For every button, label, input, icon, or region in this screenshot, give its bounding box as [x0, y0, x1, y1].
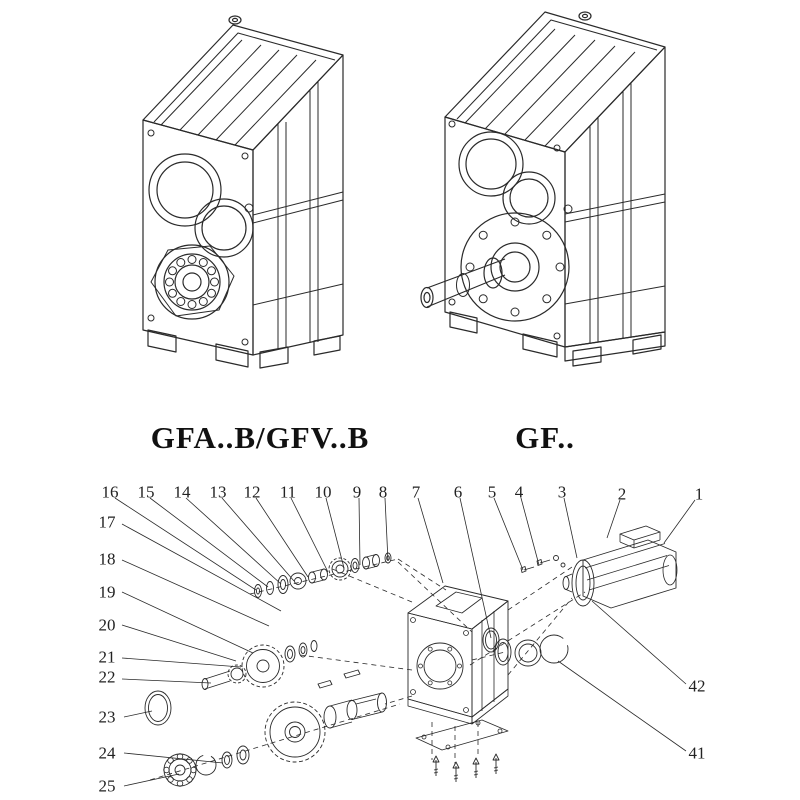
exploded-parts-diagram: 16 15 14 13 12 11 10 9 8 7 6 5 4 3 2 1 1… [0, 470, 800, 800]
callout-16: 16 [101, 482, 119, 502]
oil-seal-ring [144, 690, 172, 726]
callout-6: 6 [453, 482, 463, 502]
callout-25: 25 [98, 776, 116, 796]
mounting-bolts [520, 555, 566, 573]
callout-13: 13 [209, 482, 227, 502]
housing [407, 585, 509, 725]
callout-7: 7 [411, 482, 421, 502]
callout-9: 9 [352, 482, 362, 502]
gearbox-drawing-gf [420, 11, 666, 367]
exploded-diagram-art [114, 497, 696, 787]
callout-1: 1 [694, 484, 704, 504]
gearbox-drawing-gfab-gfvb [142, 15, 344, 369]
leader-lines [114, 497, 696, 787]
callout-11: 11 [279, 482, 297, 502]
callout-42: 42 [688, 676, 706, 696]
callout-21: 21 [98, 647, 116, 667]
callout-17: 17 [98, 512, 116, 532]
callout-3: 3 [557, 482, 567, 502]
base-gasket [415, 719, 509, 782]
callout-18: 18 [98, 549, 116, 569]
callout-22: 22 [98, 667, 116, 687]
upper-parts-row [254, 552, 392, 598]
callout-14: 14 [173, 482, 191, 502]
intermediate-gear-cluster [201, 640, 318, 690]
callout-23: 23 [98, 707, 116, 727]
assembly-axes [149, 558, 586, 781]
motor [562, 525, 678, 609]
callout-24: 24 [98, 743, 116, 763]
callout-5: 5 [487, 482, 497, 502]
spacer-rings [482, 627, 569, 667]
output-gear-train [163, 669, 387, 787]
callout-20: 20 [98, 615, 116, 635]
callout-19: 19 [98, 582, 116, 602]
model-label-gfab-gfvb: GFA..B/GFV..B [150, 420, 370, 455]
callout-41: 41 [688, 743, 706, 763]
base-bolts [432, 753, 500, 782]
callout-15: 15 [137, 482, 155, 502]
callout-8: 8 [378, 482, 388, 502]
callout-4: 4 [514, 482, 524, 502]
callout-10: 10 [314, 482, 332, 502]
model-label-gf: GF.. [515, 420, 575, 455]
callout-2: 2 [617, 484, 627, 504]
callout-12: 12 [243, 482, 261, 502]
